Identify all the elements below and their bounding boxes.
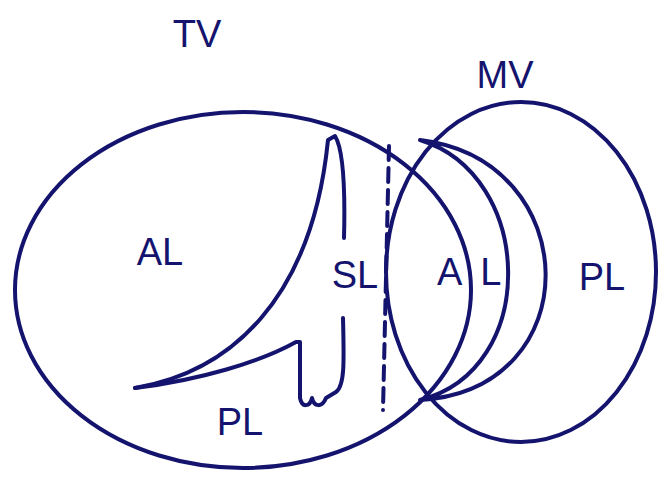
valve-name: TV: [173, 15, 222, 53]
leaflet-label: AL: [437, 253, 519, 291]
valve-outline: MV: [384, 8, 658, 468]
leaflet-label: PL: [579, 258, 625, 296]
tricuspid-leaflet-line: [135, 318, 344, 405]
mitral-crescent: [420, 140, 546, 400]
valve-name: MV: [477, 56, 534, 94]
leaflet-label: PL: [217, 403, 263, 441]
leaflet-label: SL: [332, 256, 378, 294]
tricuspid-leaflet-line: [135, 136, 344, 388]
leaflet-label: AL: [137, 233, 183, 271]
